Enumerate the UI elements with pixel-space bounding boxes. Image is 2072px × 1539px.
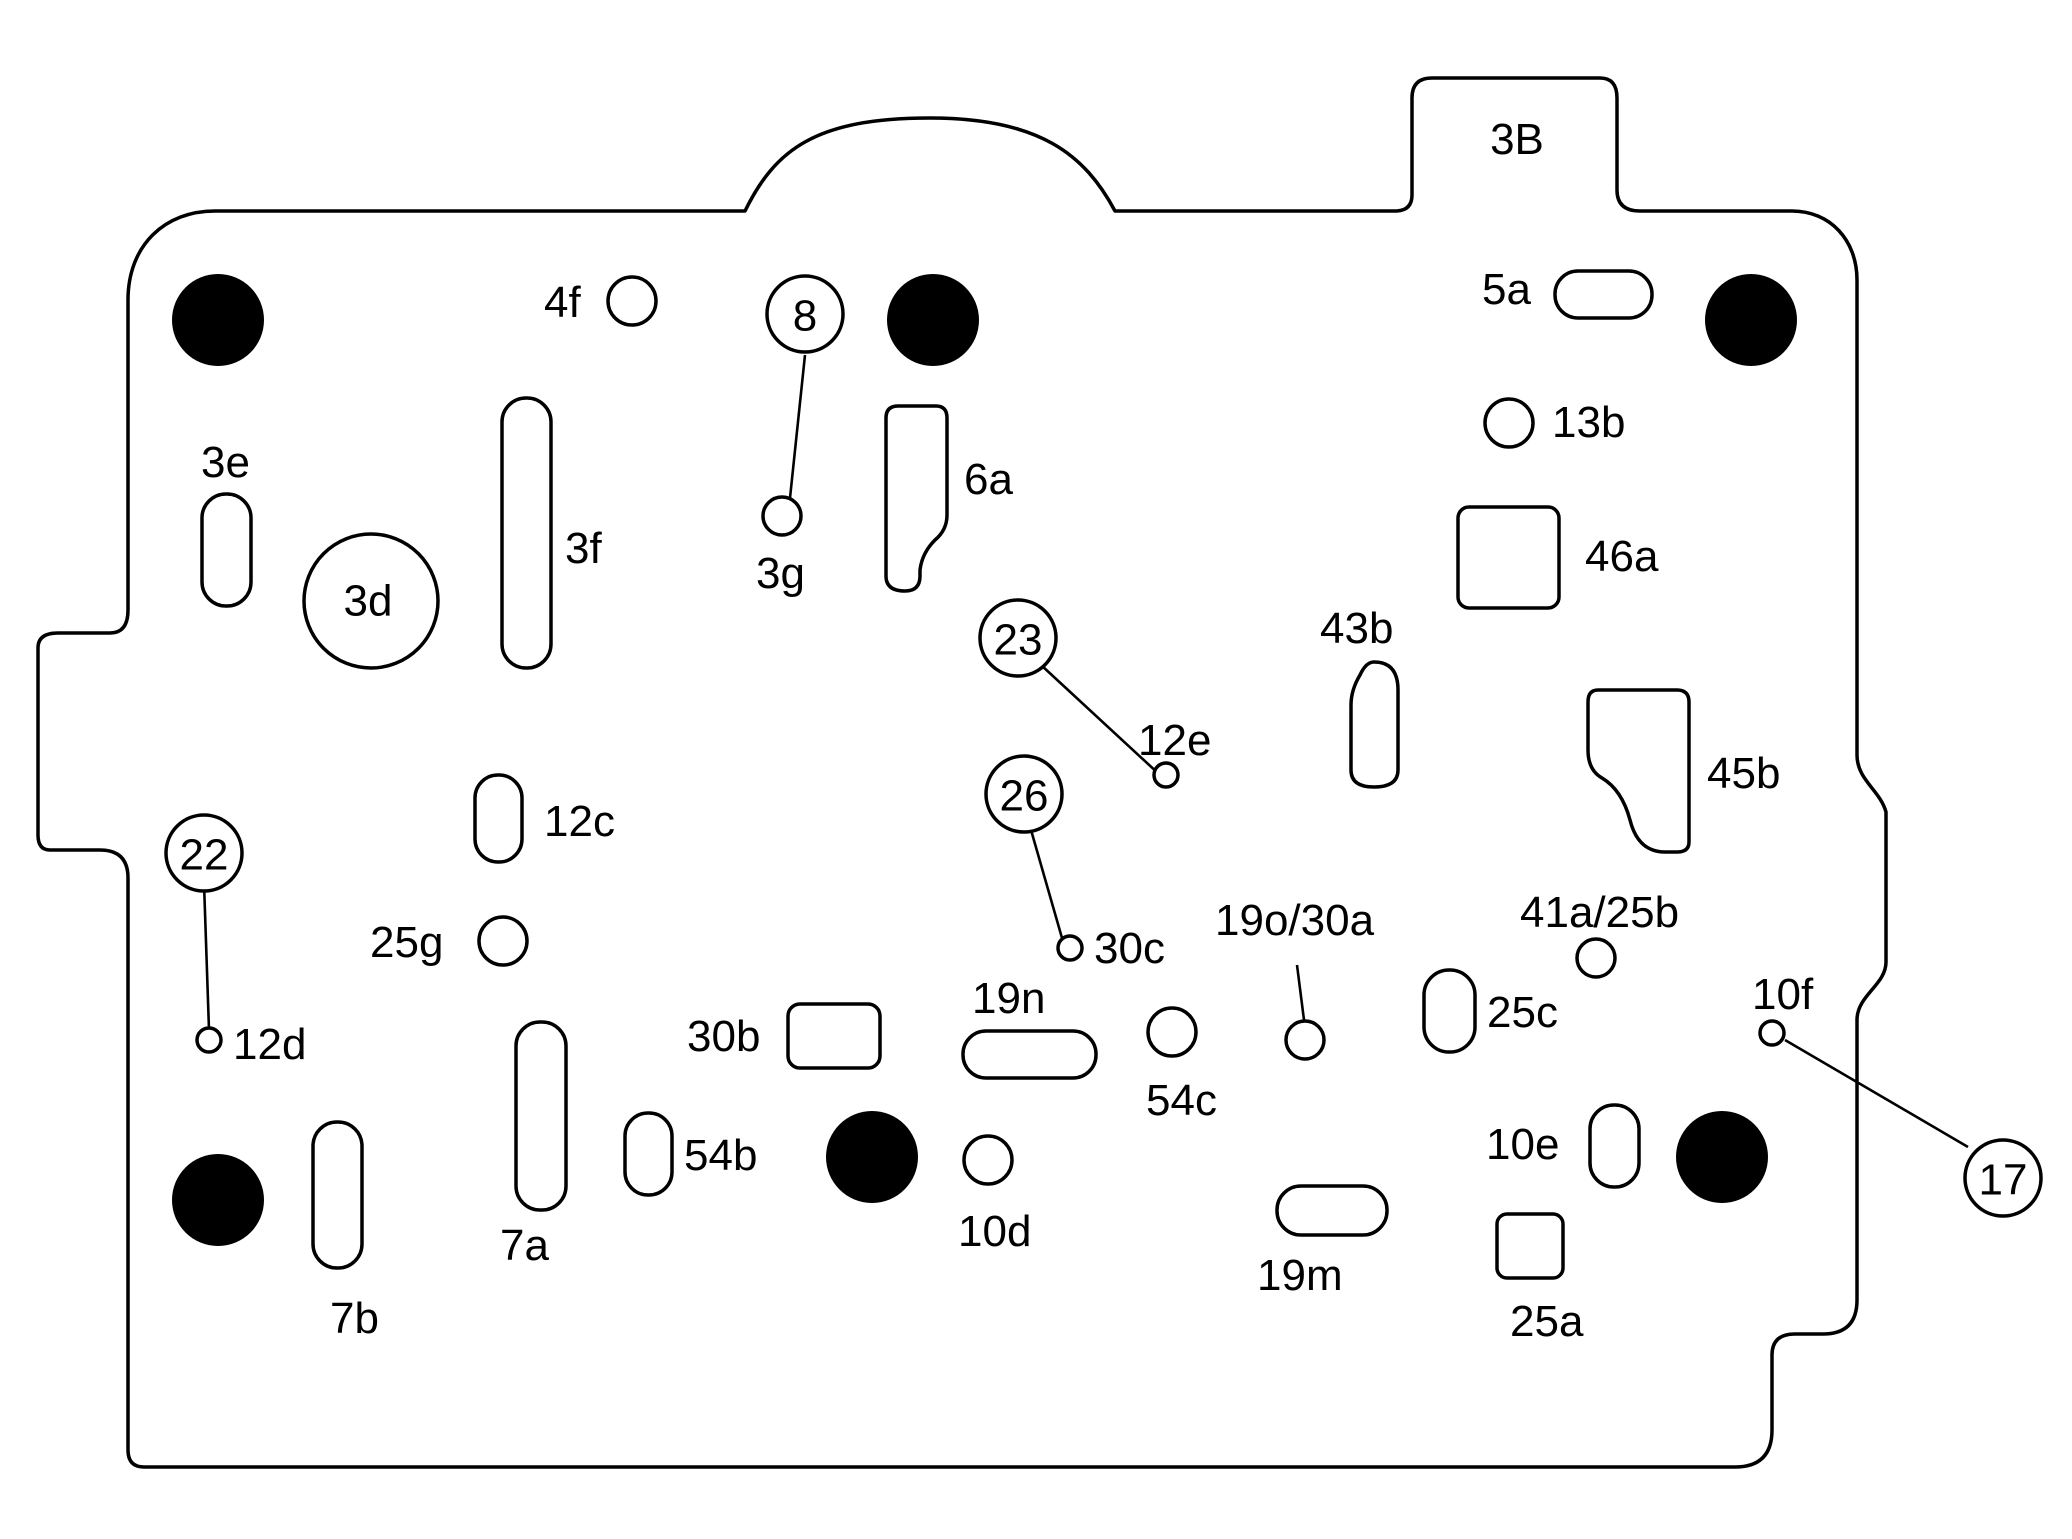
callout-17-label: 17 — [1979, 1156, 2028, 1205]
plate-outline — [36, 76, 1888, 1469]
label-7a: 7a — [500, 1221, 549, 1270]
label-41a-25b: 41a/25b — [1520, 888, 1679, 937]
label-46a: 46a — [1585, 532, 1659, 581]
passage-41a-25b — [1575, 937, 1617, 979]
label-3f: 3f — [565, 524, 602, 573]
passage-3e — [200, 492, 253, 608]
bolt-hole-bottom-left — [172, 1154, 264, 1246]
label-3g: 3g — [756, 549, 805, 598]
passage-30c — [1056, 934, 1084, 962]
passage-4f — [606, 275, 658, 327]
label-30b: 30b — [687, 1012, 760, 1061]
callout-17 — [1963, 1138, 2043, 1218]
label-6a: 6a — [964, 455, 1013, 504]
passage-6a — [884, 404, 949, 593]
passage-19o-30a — [1284, 1019, 1326, 1061]
label-4f: 4f — [544, 278, 581, 327]
passage-25a — [1495, 1212, 1565, 1280]
leader-8 — [788, 354, 807, 499]
bolt-hole-bottom-center — [826, 1111, 918, 1203]
label-12c: 12c — [544, 797, 615, 846]
passage-43b — [1349, 660, 1400, 789]
passage-7b — [311, 1120, 364, 1270]
label-19m: 19m — [1257, 1251, 1343, 1300]
leader-19o30a — [1295, 964, 1306, 1021]
bolt-hole-bottom-right — [1676, 1111, 1768, 1203]
label-25a: 25a — [1510, 1297, 1584, 1346]
label-3e: 3e — [201, 438, 250, 487]
callout-22-label: 22 — [180, 831, 229, 880]
label-54c: 54c — [1146, 1076, 1217, 1125]
passage-54b — [623, 1111, 674, 1197]
callout-26-label: 26 — [1000, 772, 1049, 821]
passage-5a — [1553, 269, 1654, 320]
label-10f: 10f — [1752, 970, 1814, 1019]
label-10d: 10d — [958, 1207, 1031, 1256]
leader-17 — [1784, 1038, 1969, 1149]
passage-12e — [1152, 761, 1180, 789]
passage-12d — [195, 1026, 223, 1054]
passage-54c — [1146, 1006, 1198, 1058]
label-12d: 12d — [233, 1020, 306, 1069]
passage-3g — [761, 495, 803, 537]
label-25c: 25c — [1487, 988, 1558, 1037]
passage-3f — [500, 396, 553, 670]
plate-id-label: 3B — [1490, 115, 1544, 164]
bolt-hole-top-right — [1705, 274, 1797, 366]
callout-8 — [765, 274, 845, 354]
passage-30b — [786, 1002, 882, 1070]
bolt-hole-top-center — [887, 274, 979, 366]
label-25g: 25g — [370, 918, 443, 967]
label-30c: 30c — [1094, 924, 1165, 973]
bolt-hole-top-left — [172, 274, 264, 366]
label-13b: 13b — [1552, 398, 1625, 447]
passage-10e — [1588, 1103, 1641, 1189]
callout-22 — [164, 813, 244, 893]
label-45b: 45b — [1707, 749, 1780, 798]
passage-7a — [514, 1020, 568, 1212]
label-5a: 5a — [1482, 265, 1531, 314]
label-19o-30a: 19o/30a — [1215, 896, 1375, 945]
label-10e: 10e — [1486, 1120, 1559, 1169]
label-54b: 54b — [684, 1131, 757, 1180]
callout-26 — [984, 754, 1064, 834]
passage-10f — [1758, 1019, 1786, 1047]
passage-45b — [1586, 688, 1691, 854]
callout-23-label: 23 — [994, 616, 1043, 665]
leader-23 — [1040, 664, 1161, 776]
passage-19m — [1275, 1184, 1389, 1237]
leader-22 — [202, 882, 211, 1031]
callout-8-label: 8 — [793, 292, 817, 341]
passage-25g — [477, 915, 529, 967]
passage-3d — [302, 532, 440, 670]
passage-3d-label: 3d — [344, 577, 393, 626]
leader-26 — [1027, 822, 1064, 939]
passage-19n — [961, 1029, 1098, 1080]
label-12e: 12e — [1138, 716, 1211, 765]
callout-23 — [978, 598, 1058, 678]
passage-25c — [1422, 968, 1477, 1054]
passage-12c — [473, 773, 524, 864]
label-19n: 19n — [972, 974, 1045, 1023]
passage-13b — [1483, 397, 1535, 449]
passage-46a — [1456, 505, 1561, 610]
label-7b: 7b — [330, 1294, 379, 1343]
label-43b: 43b — [1320, 604, 1393, 653]
passage-10d — [962, 1134, 1014, 1186]
